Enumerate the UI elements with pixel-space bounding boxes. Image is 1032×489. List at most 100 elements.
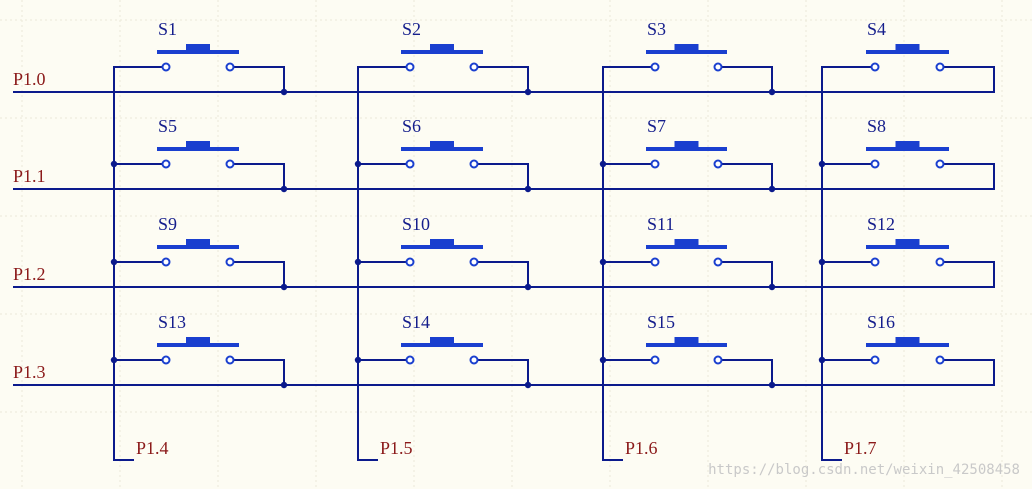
junction-dot xyxy=(599,160,607,168)
switch-right-lead xyxy=(944,163,995,189)
switch-right-lead xyxy=(478,261,529,287)
switch-label: S14 xyxy=(402,312,430,332)
switch-terminal-right xyxy=(935,257,945,267)
switch-terminal-left xyxy=(650,62,660,72)
junction-dot xyxy=(280,185,288,193)
switch-terminal-right xyxy=(469,62,479,72)
junction-dot xyxy=(280,283,288,291)
switch-right-lead xyxy=(234,261,285,287)
switch-plunger-cap xyxy=(430,239,454,247)
wiring xyxy=(13,66,995,461)
junction-dot xyxy=(524,381,532,389)
switch-plunger-cap xyxy=(186,141,210,149)
switch-label: S10 xyxy=(402,214,430,234)
switch-right-lead xyxy=(722,66,773,92)
column-net-label: P1.5 xyxy=(380,438,413,458)
junction-dot xyxy=(818,258,826,266)
switch-terminal-right xyxy=(225,159,235,169)
switch-plunger-cap xyxy=(186,44,210,52)
switch-terminal-left xyxy=(870,257,880,267)
switch-plunger-cap xyxy=(674,337,699,345)
switch-terminal-right xyxy=(469,355,479,365)
junction-dot xyxy=(354,258,362,266)
junction-dot xyxy=(110,258,118,266)
column-bus-wire xyxy=(113,67,134,461)
row-net-label: P1.3 xyxy=(13,362,46,382)
junction-dot xyxy=(524,88,532,96)
switch-label: S8 xyxy=(867,116,886,136)
junction-dot xyxy=(110,160,118,168)
switch-label: S5 xyxy=(158,116,177,136)
switch-label: S16 xyxy=(867,312,895,332)
switch-plunger-cap xyxy=(674,141,699,149)
switch-label: S15 xyxy=(647,312,675,332)
switch-terminal-left xyxy=(650,159,660,169)
switch-label: S9 xyxy=(158,214,177,234)
junction-dot xyxy=(768,88,776,96)
switch-terminal-left xyxy=(161,257,171,267)
junction-dot xyxy=(818,160,826,168)
switch-label: S12 xyxy=(867,214,895,234)
row-net-label: P1.1 xyxy=(13,166,46,186)
switch-terminal-left xyxy=(161,62,171,72)
junction-dot xyxy=(524,283,532,291)
column-bus-wire xyxy=(821,67,842,461)
switch-right-lead xyxy=(944,359,995,385)
switch-terminal-left xyxy=(405,62,415,72)
switch-terminal-right xyxy=(469,159,479,169)
switch-terminal-left xyxy=(870,159,880,169)
switch-label: S11 xyxy=(647,214,674,234)
switch-right-lead xyxy=(722,359,773,385)
switch-terminal-left xyxy=(161,159,171,169)
switch-right-lead xyxy=(478,163,529,189)
switch-terminal-right xyxy=(225,62,235,72)
switch-terminal-right xyxy=(935,62,945,72)
switch-plunger-cap xyxy=(895,239,920,247)
switch-terminal-right xyxy=(225,257,235,267)
switch-terminal-right xyxy=(469,257,479,267)
junction-dot xyxy=(354,356,362,364)
switch-terminal-left xyxy=(870,62,880,72)
junction-dot xyxy=(599,258,607,266)
switch-terminal-left xyxy=(161,355,171,365)
switch-terminal-right xyxy=(225,355,235,365)
switch-plunger-cap xyxy=(430,141,454,149)
switch-plunger-cap xyxy=(430,44,454,52)
junction-dot xyxy=(280,381,288,389)
switch-plunger-cap xyxy=(895,337,920,345)
switch-right-lead xyxy=(478,66,529,92)
junction-dot xyxy=(110,356,118,364)
switch-right-lead xyxy=(478,359,529,385)
switch-right-lead xyxy=(234,66,285,92)
switch-terminal-left xyxy=(405,355,415,365)
switch-plunger-cap xyxy=(674,44,699,52)
column-net-label: P1.6 xyxy=(625,438,658,458)
column-net-label: P1.4 xyxy=(136,438,169,458)
column-net-label: P1.7 xyxy=(844,438,877,458)
switch-right-lead xyxy=(722,261,773,287)
column-bus-wire xyxy=(357,67,378,461)
switch-plunger-cap xyxy=(895,44,920,52)
switch-right-lead xyxy=(234,359,285,385)
switch-label: S1 xyxy=(158,19,177,39)
switch-terminal-right xyxy=(935,159,945,169)
switch-label: S2 xyxy=(402,19,421,39)
switch-plunger-cap xyxy=(430,337,454,345)
switch-plunger-cap xyxy=(186,337,210,345)
junction-dot xyxy=(280,88,288,96)
switch-plunger-cap xyxy=(895,141,920,149)
junction-dot xyxy=(524,185,532,193)
watermark-text: https://blog.csdn.net/weixin_42508458 xyxy=(708,462,1020,478)
switch-label: S6 xyxy=(402,116,421,136)
switch-plunger-cap xyxy=(674,239,699,247)
junction-dot xyxy=(768,283,776,291)
switch-terminal-left xyxy=(650,355,660,365)
switch-right-lead xyxy=(944,66,995,92)
row-net-label: P1.2 xyxy=(13,264,46,284)
column-bus-wire xyxy=(602,67,623,461)
switch-terminal-left xyxy=(405,159,415,169)
switch-label: S13 xyxy=(158,312,186,332)
junction-dot xyxy=(599,356,607,364)
